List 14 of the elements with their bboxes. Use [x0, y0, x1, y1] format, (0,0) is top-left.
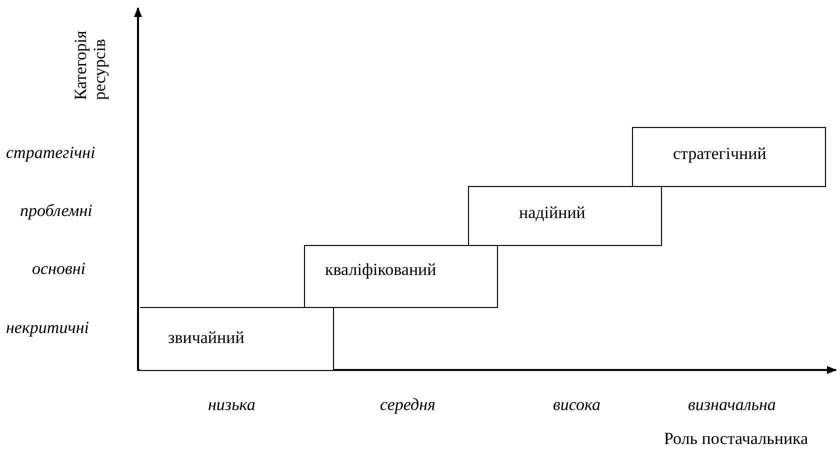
- level-box: звичайний: [140, 307, 334, 371]
- level-box: кваліфікований: [304, 245, 498, 308]
- category-label: проблемні: [20, 201, 92, 221]
- category-label: стратегічні: [6, 143, 96, 163]
- level-box: надійний: [468, 186, 662, 246]
- level-box: стратегічний: [632, 127, 826, 187]
- category-label: низька: [208, 395, 256, 415]
- axis-title: Категорія ресурсів: [71, 30, 109, 100]
- axis-title: Роль постачальника: [664, 429, 808, 449]
- category-label: основні: [32, 259, 86, 279]
- category-label: висока: [553, 395, 601, 415]
- category-label: некритичні: [6, 318, 89, 338]
- category-label: середня: [380, 395, 436, 415]
- category-label: визначальна: [688, 395, 776, 415]
